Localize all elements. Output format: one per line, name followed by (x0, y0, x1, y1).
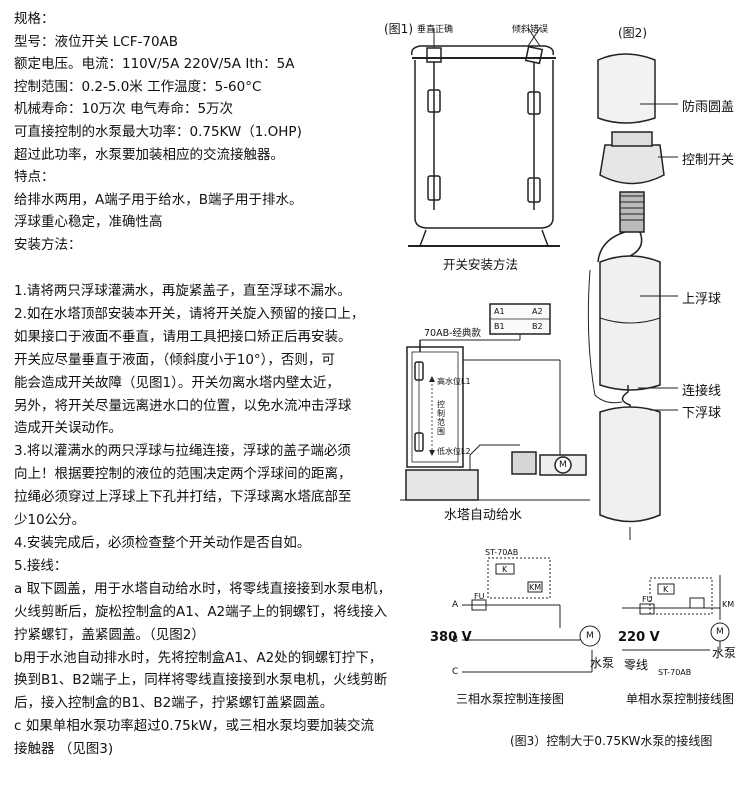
step-line: 火线剪断后，旋松控制盒的A1、A2端子上的铜螺钉，将线接入 (14, 603, 388, 620)
fig2-title: (图2) (618, 26, 647, 40)
fig2-connecting-rope (587, 269, 678, 420)
fig2-upper-float (597, 231, 678, 391)
single-phase-neutral-label: 零线 (624, 658, 649, 672)
spec-power-note: 超过此功率，水泵要加装相应的交流接触器。 (14, 146, 284, 163)
spec-life: 机械寿命：10万次 电气寿命：5万次 (14, 101, 234, 118)
fig1-tilt-label: 倾斜错误 (512, 25, 549, 35)
spec-power: 可直接控制的水泵最大功率：0.75KW（1.OHP) (14, 123, 302, 140)
tower-terminal-b1: B1 (494, 322, 505, 331)
feature-2: 浮球重心稳定，准确性高 (14, 214, 163, 231)
single-phase-km: KM (722, 600, 735, 609)
fig1-tank (408, 45, 560, 247)
tower-low-level: 低水位L2 (437, 447, 471, 456)
three-phase-caption: 三相水泵控制连接图 (456, 692, 565, 706)
step-line: 少10公分。 (14, 512, 86, 529)
step-line: 3.将以灌满水的两只浮球与拉绳连接，浮球的盖子端必须 (14, 443, 351, 460)
single-phase-voltage: 220 V (618, 630, 660, 645)
feature-1: 给排水两用，A端子用于给水，B端子用于排水。 (14, 191, 303, 208)
step-line: b用于水池自动排水时，先将控制盒A1、A2处的铜螺钉拧下， (14, 649, 383, 666)
tower-range-label: 控制范围 (437, 400, 445, 436)
fig1-tilted-switch (524, 27, 544, 210)
single-phase-relay-k: K (663, 585, 669, 594)
fig1-vertical-switch (426, 28, 442, 210)
single-phase-pump-label: 水泵 (712, 646, 737, 660)
three-phase-model: ST-70AB (485, 548, 519, 557)
single-phase-fu: FU (642, 595, 653, 604)
step-line: 另外，将开关尽量远离进水口的位置，以免水流冲击浮球 (14, 397, 352, 414)
three-phase-voltage: 380 V (430, 630, 472, 645)
step-line: 5.接线： (14, 557, 68, 574)
tower-terminal-a2: A2 (532, 307, 543, 316)
step-line: 造成开关误动作。 (14, 420, 122, 437)
fig2-switch-label: 控制开关 (682, 153, 735, 168)
step-line: 后，接入控制盒的B1、B2端子，拧紧螺钉盖紧圆盖。 (14, 695, 334, 712)
three-phase-pump-label: 水泵 (590, 656, 615, 670)
three-phase-circuit (462, 557, 601, 673)
spec-heading: 规格： (14, 11, 55, 27)
step-line: 换到B1、B2端子上，同样将零线直接接到水泵电机，火线剪断 (14, 672, 388, 689)
tower-diagram (400, 303, 590, 501)
three-phase-phase-b: B (452, 635, 459, 645)
spec-section: 规格： 型号：液位开关 LCF-70AB 额定电压。电流：110V/5A 220… (14, 8, 414, 257)
install-heading: 安装方法： (14, 236, 82, 253)
spec-model: 型号：液位开关 LCF-70AB (14, 33, 179, 50)
fig2-control-switch (599, 131, 678, 233)
three-phase-km: KM (529, 583, 542, 592)
step-line: 如果接口于液面不垂直，请用工具把接口矫正后再安装。 (14, 328, 352, 345)
tower-model-label: 70AB-经典款 (424, 328, 482, 339)
three-phase-phase-a: A (452, 600, 459, 610)
spec-voltage: 额定电压。电流：110V/5A 220V/5A Ith：5A (14, 56, 295, 73)
fig2-rain-cap (597, 53, 678, 124)
step-line: c 如果单相水泵功率超过0.75kW，或三相水泵均要加装交流 (14, 718, 374, 735)
three-phase-motor-symbol: M (586, 631, 594, 641)
single-phase-caption: 单相水泵控制接线图 (626, 692, 735, 706)
step-line: 1.请将两只浮球灌满水，再旋紧盖子，直至浮球不漏水。 (14, 283, 351, 299)
tower-motor-symbol: M (559, 460, 567, 470)
fig1-vertical-label: 垂直正确 (417, 25, 454, 35)
tower-terminal-a1: A1 (494, 307, 505, 316)
single-phase-model: ST-70AB (658, 668, 692, 677)
step-line: 4.安装完成后，必须检查整个开关动作是否自如。 (14, 534, 311, 551)
tower-arrows (429, 376, 435, 456)
fig2-cap-label: 防雨圆盖 (682, 100, 735, 115)
step-line: 向上！根据要控制的液位的范围决定两个浮球间的距离， (14, 466, 352, 483)
features-heading: 特点： (14, 169, 55, 186)
three-phase-fu: FU (474, 592, 485, 601)
tower-caption: 水塔自动给水 (444, 508, 523, 523)
fig2-upper-float-label: 上浮球 (682, 292, 722, 307)
single-phase-motor-symbol: M (716, 627, 724, 637)
three-phase-phase-c: C (452, 667, 459, 677)
fig2-lower-float-label: 下浮球 (682, 406, 722, 421)
fig2-rope-label: 连接线 (682, 384, 722, 399)
step-line: a 取下圆盖，用于水塔自动给水时，将零线直接接到水泵电机， (14, 580, 392, 597)
tower-high-level: 高水位L1 (437, 377, 471, 386)
step-line: 拉绳必须穿过上浮球上下孔并打结，下浮球离水塔底部至 (14, 489, 352, 506)
step-line: 接触器 （见图3) (14, 741, 114, 758)
single-phase-circuit (622, 575, 730, 651)
step-line: 拧紧螺钉，盖紧圆盖。（见图2） (14, 626, 205, 643)
three-phase-relay-k: K (502, 565, 508, 574)
tower-terminal-b2: B2 (532, 322, 543, 331)
fig1-title: (图1) (384, 22, 413, 36)
spec-range: 控制范围：0.2-5.0米 工作温度：5-60°C (14, 78, 262, 95)
fig1-caption: 开关安装方法 (443, 257, 519, 272)
fig3-caption: (图3）控制大于0.75KW水泵的接线图 (510, 734, 713, 748)
install-steps: 1.请将两只浮球灌满水，再旋紧盖子，直至浮球不漏水。 2.如在水塔顶部安装本开关… (14, 280, 454, 761)
step-line: 2.如在水塔顶部安装本开关，请将开关旋入预留的接口上， (14, 305, 365, 322)
step-line: 能会造成开关故障（见图1）。开关勿离水塔内壁太近， (14, 374, 340, 391)
step-line: 开关应尽量垂直于液面，（倾斜度小于10°），否则，可 (14, 351, 335, 368)
fig2-lower-float (599, 406, 678, 540)
